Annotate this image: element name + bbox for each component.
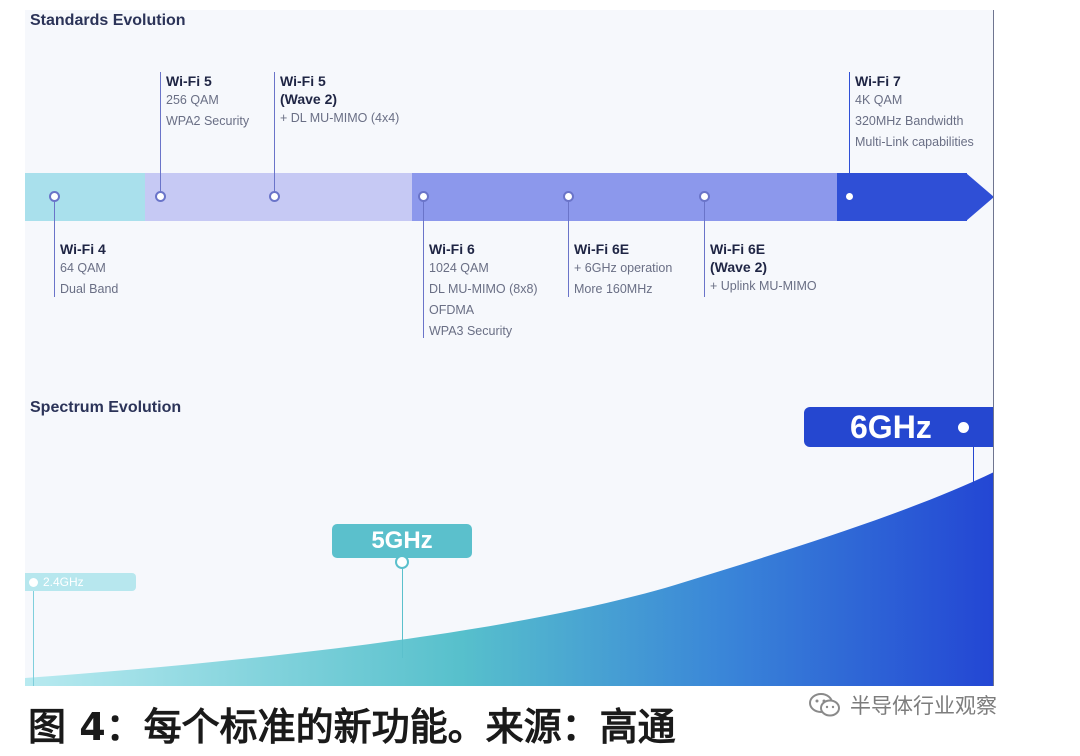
standards-evolution-title: Standards Evolution xyxy=(30,12,186,29)
wifi5-wave2-subname: (Wave 2) xyxy=(280,91,338,107)
wifi6-feature: OFDMA xyxy=(429,303,475,317)
wifi6e-label: Wi-Fi 6E + 6GHz operation More 160MHz xyxy=(574,240,672,300)
band-5ghz-pill: 5GHz xyxy=(332,524,472,558)
wifi5-wave2-node xyxy=(269,191,280,202)
wifi5-wave2-label: Wi-Fi 5 (Wave 2) + DL MU-MIMO (4x4) xyxy=(280,72,399,129)
wifi6-feature: WPA3 Security xyxy=(429,324,513,338)
wifi6e-wave2-stem xyxy=(704,200,705,297)
wifi4-feature: 64 QAM xyxy=(60,261,106,275)
wifi6-label: Wi-Fi 6 1024 QAM DL MU-MIMO (8x8) OFDMA … xyxy=(429,240,538,342)
band-6ghz-dot xyxy=(957,421,969,433)
wifi4-name: Wi-Fi 4 xyxy=(60,241,106,257)
wifi7-label: Wi-Fi 7 4K QAM 320MHz Bandwidth Multi-Li… xyxy=(855,72,974,153)
wifi4-node xyxy=(49,191,60,202)
wifi6-node xyxy=(418,191,429,202)
wifi5-name: Wi-Fi 5 xyxy=(166,73,212,89)
spectrum-curve xyxy=(25,472,994,686)
wifi6-name: Wi-Fi 6 xyxy=(429,241,475,257)
wifi5-feature: 256 QAM xyxy=(166,93,219,107)
wifi6-stem xyxy=(423,200,424,338)
wifi6e-name: Wi-Fi 6E xyxy=(574,241,630,257)
wifi7-node xyxy=(844,191,855,202)
wifi6e-wave2-subname: (Wave 2) xyxy=(710,259,768,275)
wifi7-feature: 4K QAM xyxy=(855,93,903,107)
band-5ghz-label: 5GHz xyxy=(371,527,433,554)
wifi5-wave2-stem xyxy=(274,72,275,192)
wifi6e-wave2-feature: + Uplink MU-MIMO xyxy=(710,279,817,293)
watermark: 半导体行业观察 xyxy=(808,690,997,720)
wifi5-stem xyxy=(160,72,161,192)
wifi4-feature: Dual Band xyxy=(60,282,119,296)
timeline-arrow-head xyxy=(966,173,994,221)
wifi7-feature: 320MHz Bandwidth xyxy=(855,114,964,128)
wechat-icon xyxy=(809,693,840,717)
wifi6e-feature: More 160MHz xyxy=(574,282,653,296)
figure-panel: Standards Evolution Wi-Fi 4 64 QAM Dual … xyxy=(25,10,994,686)
band-2-4ghz-pill: 2.4GHz xyxy=(25,573,136,591)
watermark-text: 半导体行业观察 xyxy=(850,694,997,718)
wifi5-node xyxy=(155,191,166,202)
band-5ghz-node xyxy=(395,555,409,569)
wifi6e-wave2-label: Wi-Fi 6E (Wave 2) + Uplink MU-MIMO xyxy=(710,240,817,297)
wifi5-wave2-feature: + DL MU-MIMO (4x4) xyxy=(280,111,400,125)
wifi5-wave2-name: Wi-Fi 5 xyxy=(280,73,326,89)
band-2-4ghz-label: 2.4GHz xyxy=(43,575,84,589)
band-6ghz-label: 6GHz xyxy=(850,408,932,445)
band-6ghz-pill: 6GHz xyxy=(804,407,994,447)
band-6ghz-stem xyxy=(973,446,974,486)
wifi6e-wave2-name: Wi-Fi 6E xyxy=(710,241,766,257)
wifi6e-stem xyxy=(568,200,569,297)
wifi4-stem xyxy=(54,200,55,297)
wifi6-feature: DL MU-MIMO (8x8) xyxy=(429,282,538,296)
band-2-4ghz-stem xyxy=(33,582,34,686)
wifi5-feature: WPA2 Security xyxy=(166,114,250,128)
spectrum-evolution-title: Spectrum Evolution xyxy=(30,399,182,416)
wifi5-label: Wi-Fi 5 256 QAM WPA2 Security xyxy=(166,72,249,132)
wifi6-feature: 1024 QAM xyxy=(429,261,489,275)
timeline-band-wifi4 xyxy=(25,173,145,221)
wifi7-name: Wi-Fi 7 xyxy=(855,73,901,89)
wifi4-label: Wi-Fi 4 64 QAM Dual Band xyxy=(60,240,118,300)
band-2-4ghz-dot xyxy=(29,577,38,587)
timeline-band-wifi7 xyxy=(837,173,967,221)
wifi6e-wave2-node xyxy=(699,191,710,202)
wifi7-stem xyxy=(849,72,850,192)
timeline-band-wifi6 xyxy=(412,173,837,221)
panel-right-border xyxy=(993,10,994,686)
wifi6e-node xyxy=(563,191,574,202)
wifi6e-feature: + 6GHz operation xyxy=(574,261,673,275)
band-5ghz-stem xyxy=(402,566,403,658)
wifi7-feature: Multi-Link capabilities xyxy=(855,135,974,149)
figure-caption: 图 4：每个标准的新功能。来源：高通 xyxy=(28,705,676,749)
